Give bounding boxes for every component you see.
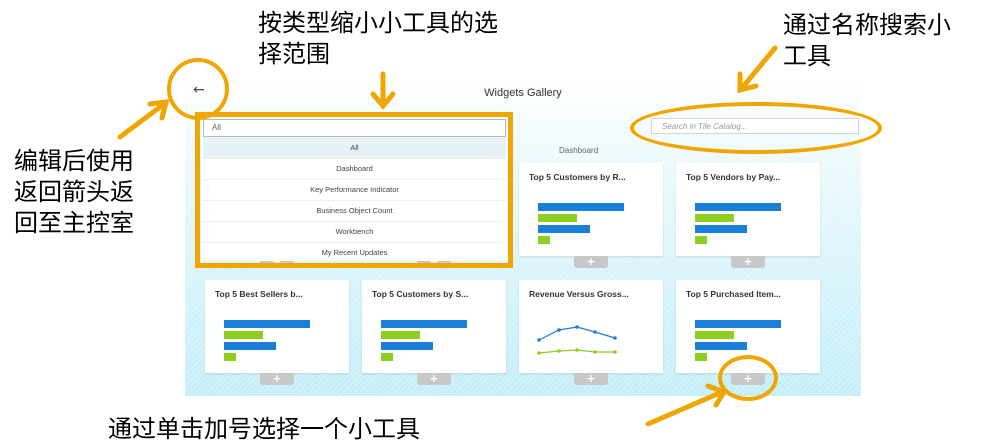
bar	[538, 203, 624, 211]
widget-title: Top 5 Purchased Item...	[686, 289, 781, 299]
annotation-click-plus: 通过单击加号选择一个小工具	[108, 415, 420, 443]
dropdown-option[interactable]: Business Object Count	[203, 200, 506, 222]
bar	[381, 331, 420, 339]
add-widget-button[interactable]: +	[260, 373, 294, 385]
dropdown-option[interactable]: Workbench	[203, 221, 506, 243]
section-label: Dashboard	[559, 146, 599, 155]
highlight-oval-search	[630, 102, 882, 154]
bar	[224, 353, 236, 361]
bar	[381, 342, 433, 350]
bar	[224, 331, 263, 339]
bar	[538, 236, 550, 244]
bar	[538, 225, 590, 233]
bar	[695, 342, 747, 350]
widget-title: Top 5 Customers by S...	[372, 289, 469, 299]
bar	[695, 203, 781, 211]
highlight-box-dropdown	[195, 112, 513, 268]
type-filter-dropdown[interactable]: All All Dashboard Key Performance Indica…	[201, 117, 508, 261]
arrow-down	[370, 71, 396, 110]
widget-title: Revenue Versus Gross...	[529, 289, 629, 299]
type-filter-input[interactable]: All	[203, 119, 506, 137]
add-widget-button[interactable]: +	[417, 373, 451, 385]
arrow-to-back	[117, 99, 170, 140]
annotation-back-arrow: 编辑后使用返回箭头返回至主控室	[14, 147, 134, 237]
line-chart	[537, 325, 617, 355]
dropdown-option[interactable]: Dashboard	[203, 158, 506, 180]
widget-tile: Top 5 Vendors by Pay...	[676, 163, 820, 256]
add-widget-button[interactable]: +	[731, 256, 765, 268]
bar	[695, 320, 781, 328]
dropdown-option[interactable]: My Recent Updates	[321, 248, 388, 257]
dropdown-option[interactable]: All	[203, 137, 506, 159]
widget-tile: Top 5 Customers by S...	[362, 280, 506, 373]
bar	[695, 331, 734, 339]
bar	[695, 236, 707, 244]
arrow-to-plus	[645, 383, 728, 427]
bar	[381, 320, 467, 328]
bar	[224, 342, 276, 350]
widget-title: Top 5 Best Sellers b...	[215, 289, 303, 299]
bar	[381, 353, 393, 361]
bar	[695, 353, 707, 361]
highlight-oval-back	[167, 58, 229, 120]
widget-title: Top 5 Vendors by Pay...	[686, 172, 781, 182]
bar	[224, 320, 310, 328]
add-widget-button[interactable]: +	[574, 256, 608, 268]
gallery-title: Widgets Gallery	[484, 87, 562, 99]
widget-title: Top 5 Customers by R...	[529, 172, 626, 182]
widget-tile: Top 5 Customers by R...	[519, 163, 663, 256]
annotation-search-by-name: 通过名称搜索小工具	[783, 11, 951, 70]
add-widget-button[interactable]: +	[574, 373, 608, 385]
bar	[538, 214, 577, 222]
dropdown-option[interactable]: Key Performance Indicator	[203, 179, 506, 201]
highlight-oval-plus	[718, 355, 778, 401]
arrow-to-search	[737, 45, 778, 94]
bar	[695, 225, 747, 233]
widget-tile: Top 5 Best Sellers b...	[205, 280, 349, 373]
bar	[695, 214, 734, 222]
widget-tile: Revenue Versus Gross...	[519, 280, 663, 373]
annotation-narrow-by-type: 按类型缩小小工具的选择范围	[258, 9, 498, 68]
